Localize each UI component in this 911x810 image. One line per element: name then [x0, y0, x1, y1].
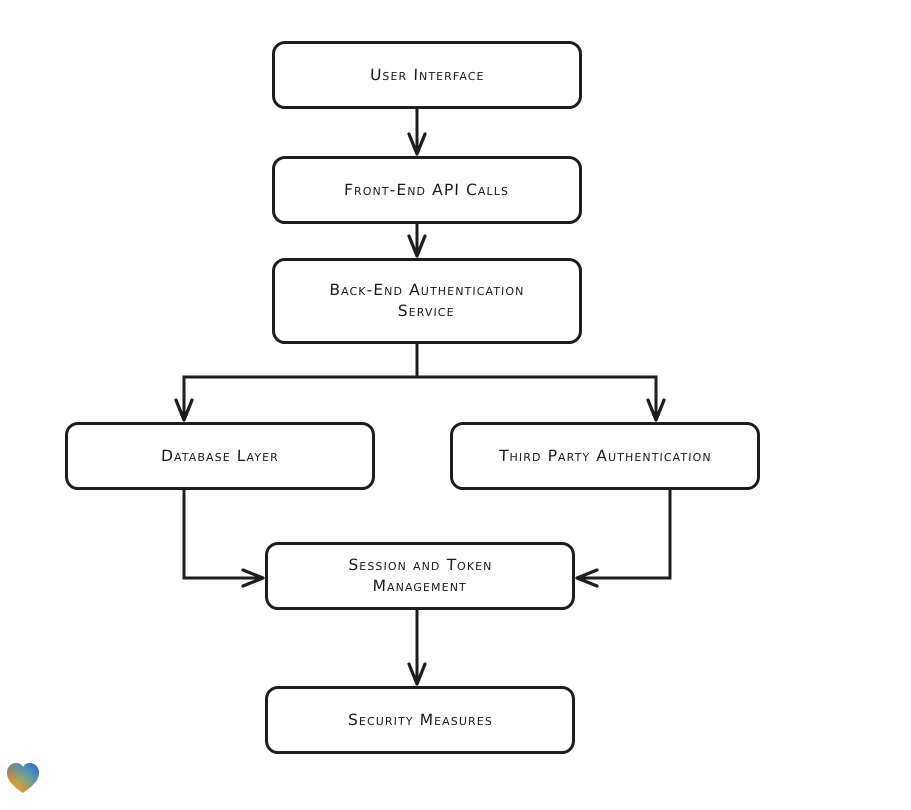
node-security-measures[interactable]: Security Measures — [265, 686, 575, 754]
edge-database-to-session — [182, 490, 265, 588]
edge-backend-to-database — [174, 375, 417, 422]
node-frontend-api-calls[interactable]: Front-End API Calls — [272, 156, 582, 224]
node-backend-authentication-service[interactable]: Back-End Authentication Service — [272, 258, 582, 344]
node-user-interface[interactable]: User Interface — [272, 41, 582, 109]
edge-backend-to-thirdparty — [417, 375, 666, 422]
edge-api-to-backend — [407, 224, 427, 258]
node-session-and-token-management[interactable]: Session and Token Management — [265, 542, 575, 610]
node-user-interface-label: User Interface — [369, 65, 485, 84]
node-session-and-token-management-label: Session and Token Management — [347, 556, 493, 595]
edge-ui-to-api — [407, 109, 427, 156]
node-frontend-api-calls-label: Front-End API Calls — [344, 180, 510, 199]
node-database-layer-label: Database Layer — [160, 446, 280, 465]
node-backend-authentication-service-label: Back-End Authentication Service — [329, 281, 526, 320]
node-third-party-authentication-label: Third Party Authentication — [498, 446, 712, 465]
heart-icon — [7, 763, 39, 793]
node-third-party-authentication[interactable]: Third Party Authentication — [450, 422, 760, 490]
edge-session-to-security — [407, 610, 427, 686]
node-database-layer[interactable]: Database Layer — [65, 422, 375, 490]
node-security-measures-label: Security Measures — [347, 710, 493, 729]
edge-thirdparty-to-session — [575, 490, 672, 588]
